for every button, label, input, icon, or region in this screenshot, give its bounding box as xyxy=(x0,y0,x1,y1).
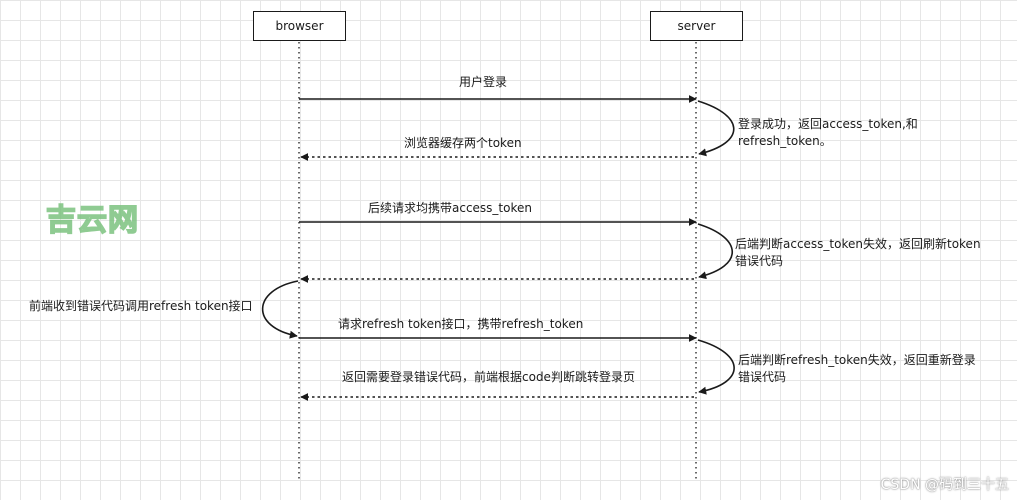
credit-watermark: CSDN @码到三十五 xyxy=(880,477,1009,493)
self-loop-login-success xyxy=(697,100,735,157)
self-loop-refresh-invalid xyxy=(697,339,735,395)
label-invalid-1: 后端判断access_token失效，返回刷新token xyxy=(735,237,981,251)
label-followup: 后续请求均携带access_token xyxy=(368,201,532,215)
label-invalid-2: 错误代码 xyxy=(735,254,784,268)
label-cache-tokens: 浏览器缓存两个token xyxy=(404,136,522,150)
label-return-relogin: 返回需要登录错误代码，前端根据code判断跳转登录页 xyxy=(342,370,635,384)
self-loop-token-invalid xyxy=(697,223,734,280)
self-loop-frontend-refresh xyxy=(261,280,299,339)
label-frontend-refresh: 前端收到错误代码调用refresh token接口 xyxy=(29,299,253,313)
label-refresh-invalid-2: 错误代码 xyxy=(738,370,787,384)
label-refresh-invalid-1: 后端判断refresh_token失效，返回重新登录 xyxy=(738,353,976,367)
participant-browser: browser xyxy=(253,11,346,41)
label-request-refresh: 请求refresh token接口，携带refresh_token xyxy=(338,317,584,331)
label-login-success-2: refresh_token。 xyxy=(738,134,832,148)
label-login: 用户登录 xyxy=(459,75,508,89)
label-login-success-1: 登录成功，返回access_token,和 xyxy=(738,117,918,131)
brand-watermark: 吉云网 xyxy=(45,203,139,239)
participant-server: server xyxy=(650,11,743,41)
